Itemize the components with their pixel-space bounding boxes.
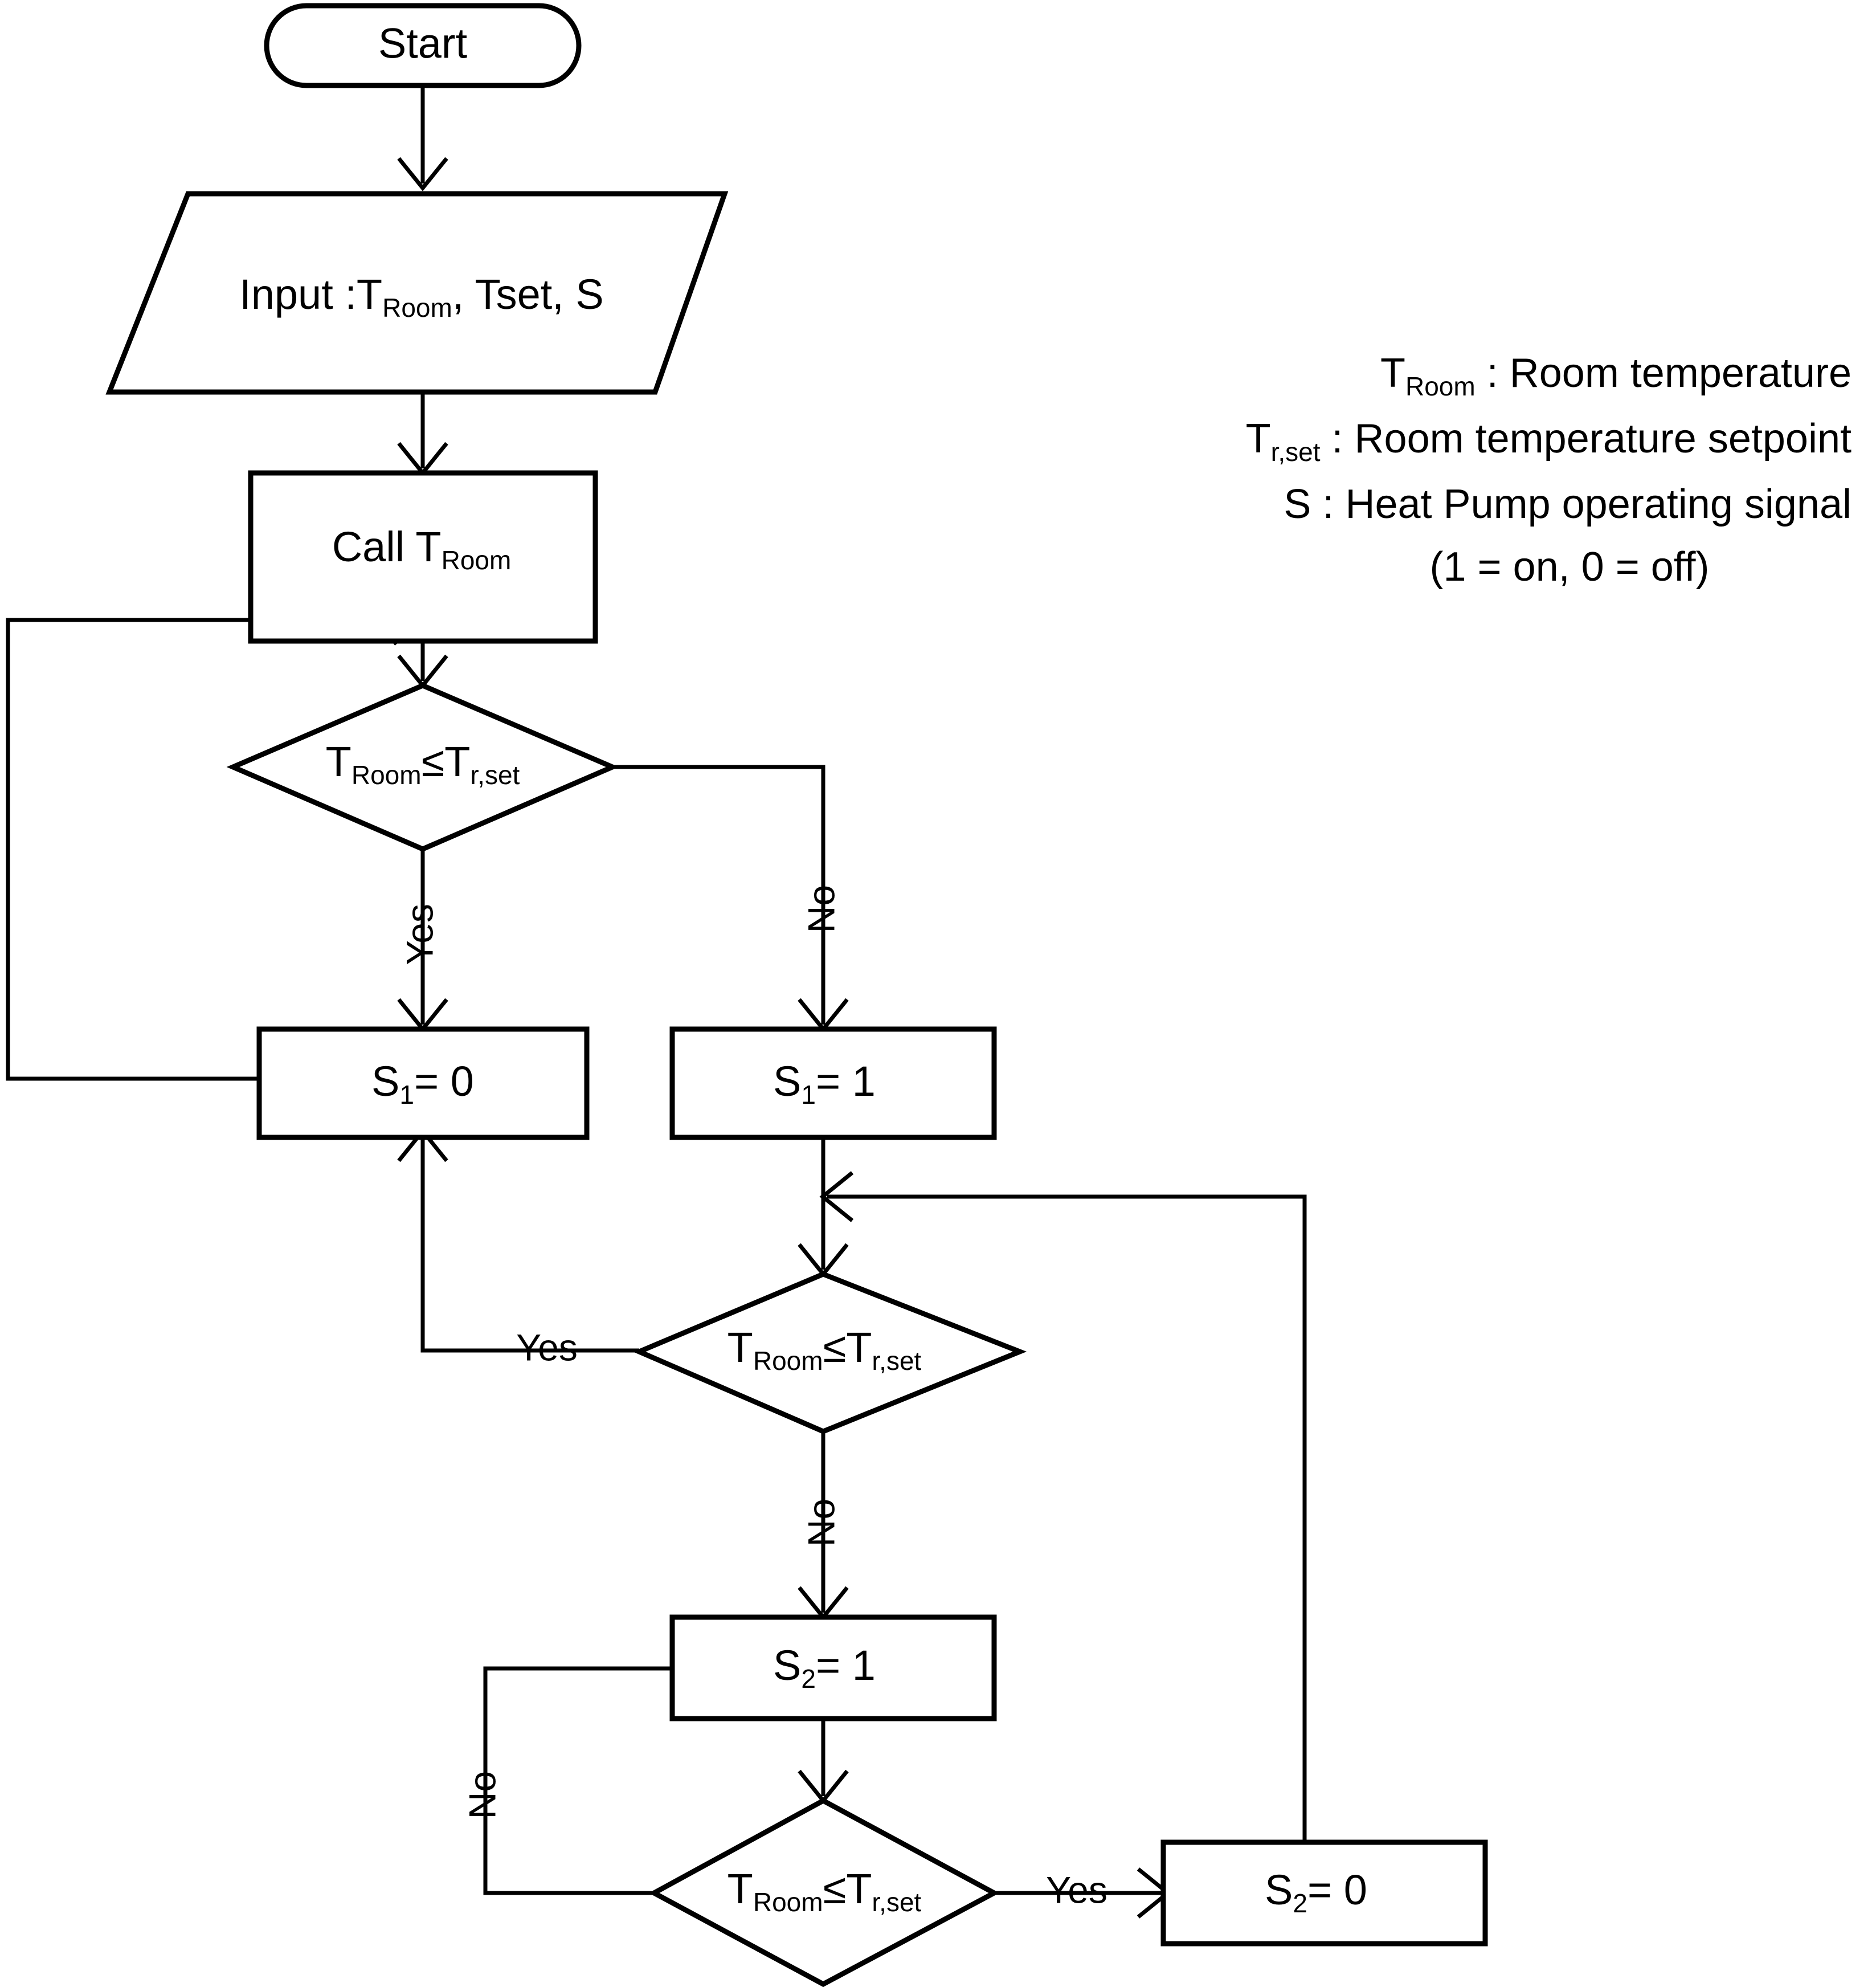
d3-op: ≤: [823, 1865, 847, 1912]
d3-rhs: T: [846, 1865, 872, 1912]
legend-line-2: Tr,set : Room temperature setpoint: [1246, 416, 1852, 467]
call-subscript: Room: [442, 545, 512, 575]
arrowhead-feedback-decision2: [819, 1171, 854, 1222]
edge-decision1-no: [612, 765, 825, 1025]
s1one-var: S: [773, 1058, 801, 1105]
d2-lhs-sub: Room: [753, 1346, 823, 1376]
s2one-sub: 2: [801, 1664, 816, 1694]
s2zero-sub: 2: [1293, 1888, 1307, 1918]
edge-label-decision2-yes: Yes: [516, 1326, 578, 1368]
node-s2-one-label: S2= 1: [773, 1642, 876, 1694]
d2-rhs: T: [846, 1324, 872, 1371]
d1-lhs-sub: Room: [352, 760, 422, 790]
s2zero-eq: = 0: [1307, 1866, 1367, 1913]
node-s1-one-label: S1= 1: [773, 1058, 876, 1110]
legend-line-4: (1 = on, 0 = off): [1430, 544, 1710, 590]
input-rest: , Tset, S: [452, 271, 604, 318]
d2-rhs-sub: r,set: [872, 1346, 921, 1376]
legend-line1-subscript: Room: [1405, 372, 1476, 401]
d1-rhs: T: [444, 738, 470, 785]
s1one-eq: = 1: [816, 1058, 876, 1105]
legend-line1-text: : Room temperature: [1476, 350, 1852, 396]
legend-line-1: TRoom : Room temperature: [1380, 350, 1852, 401]
node-call-label: Call TRoom: [332, 523, 512, 576]
legend-line2-symbol: T: [1246, 416, 1271, 462]
s2one-eq: = 1: [816, 1642, 876, 1689]
s2zero-var: S: [1265, 1866, 1293, 1913]
node-decision-2[interactable]: [632, 1271, 1027, 1434]
s1one-sub: 1: [801, 1080, 816, 1109]
legend-line-3: S : Heat Pump operating signal: [1284, 482, 1852, 527]
node-decision-2-label: TRoom≤Tr,set: [727, 1324, 922, 1376]
edge-decision3-no: [483, 1666, 787, 1895]
node-call[interactable]: [248, 470, 598, 644]
input-prefix: Input :T: [239, 271, 382, 318]
d1-lhs: T: [326, 738, 352, 785]
d3-lhs: T: [727, 1865, 753, 1912]
node-s1-zero[interactable]: [256, 1026, 590, 1140]
legend-line1-symbol: T: [1380, 350, 1405, 396]
s2one-var: S: [773, 1642, 801, 1689]
d1-op: ≤: [422, 738, 445, 785]
edge-label-decision1-yes: Yes: [398, 904, 440, 965]
node-s2-zero[interactable]: [1160, 1839, 1488, 1947]
node-input[interactable]: [105, 191, 729, 395]
d3-lhs-sub: Room: [753, 1887, 823, 1917]
s1zero-sub: 1: [399, 1080, 414, 1109]
d2-lhs: T: [727, 1324, 753, 1371]
edge-label-decision2-no: No: [800, 1499, 842, 1547]
d1-rhs-sub: r,set: [470, 760, 520, 790]
edge-label-decision1-no: No: [800, 885, 842, 933]
edge-s1zero-feedback-loop: [6, 618, 419, 1081]
d3-rhs-sub: r,set: [872, 1887, 921, 1917]
input-subscript: Room: [382, 293, 452, 323]
node-s2-one[interactable]: [669, 1614, 997, 1721]
node-start-label: Start: [378, 20, 468, 67]
s1zero-var: S: [371, 1058, 399, 1105]
legend-line2-text: : Room temperature setpoint: [1321, 416, 1852, 462]
arrowhead-input: [397, 157, 448, 191]
node-decision-3-label: TRoom≤Tr,set: [727, 1865, 922, 1917]
node-s1-zero-label: S1= 0: [371, 1058, 474, 1110]
node-s2-zero-label: S2= 0: [1265, 1866, 1367, 1919]
node-s1-one[interactable]: [669, 1026, 997, 1140]
node-decision-1-label: TRoom≤Tr,set: [326, 738, 520, 790]
legend-line2-subscript: r,set: [1271, 437, 1321, 467]
edge-s2zero-feedback-loop: [827, 1194, 1307, 1869]
node-start[interactable]: [264, 3, 582, 88]
node-decision-1[interactable]: [226, 683, 619, 852]
edge-label-decision3-no: No: [461, 1771, 503, 1819]
legend: TRoom : Room temperature Tr,set : Room t…: [1246, 350, 1852, 590]
s1zero-eq: = 0: [414, 1058, 474, 1105]
node-input-label: Input :TRoom, Tset, S: [239, 271, 604, 323]
edge-label-decision3-yes: Yes: [1046, 1868, 1107, 1911]
d2-op: ≤: [823, 1324, 847, 1371]
node-decision-3[interactable]: [648, 1797, 1000, 1987]
edge-decision2-yes: [420, 1137, 639, 1353]
call-prefix: Call T: [332, 523, 442, 570]
